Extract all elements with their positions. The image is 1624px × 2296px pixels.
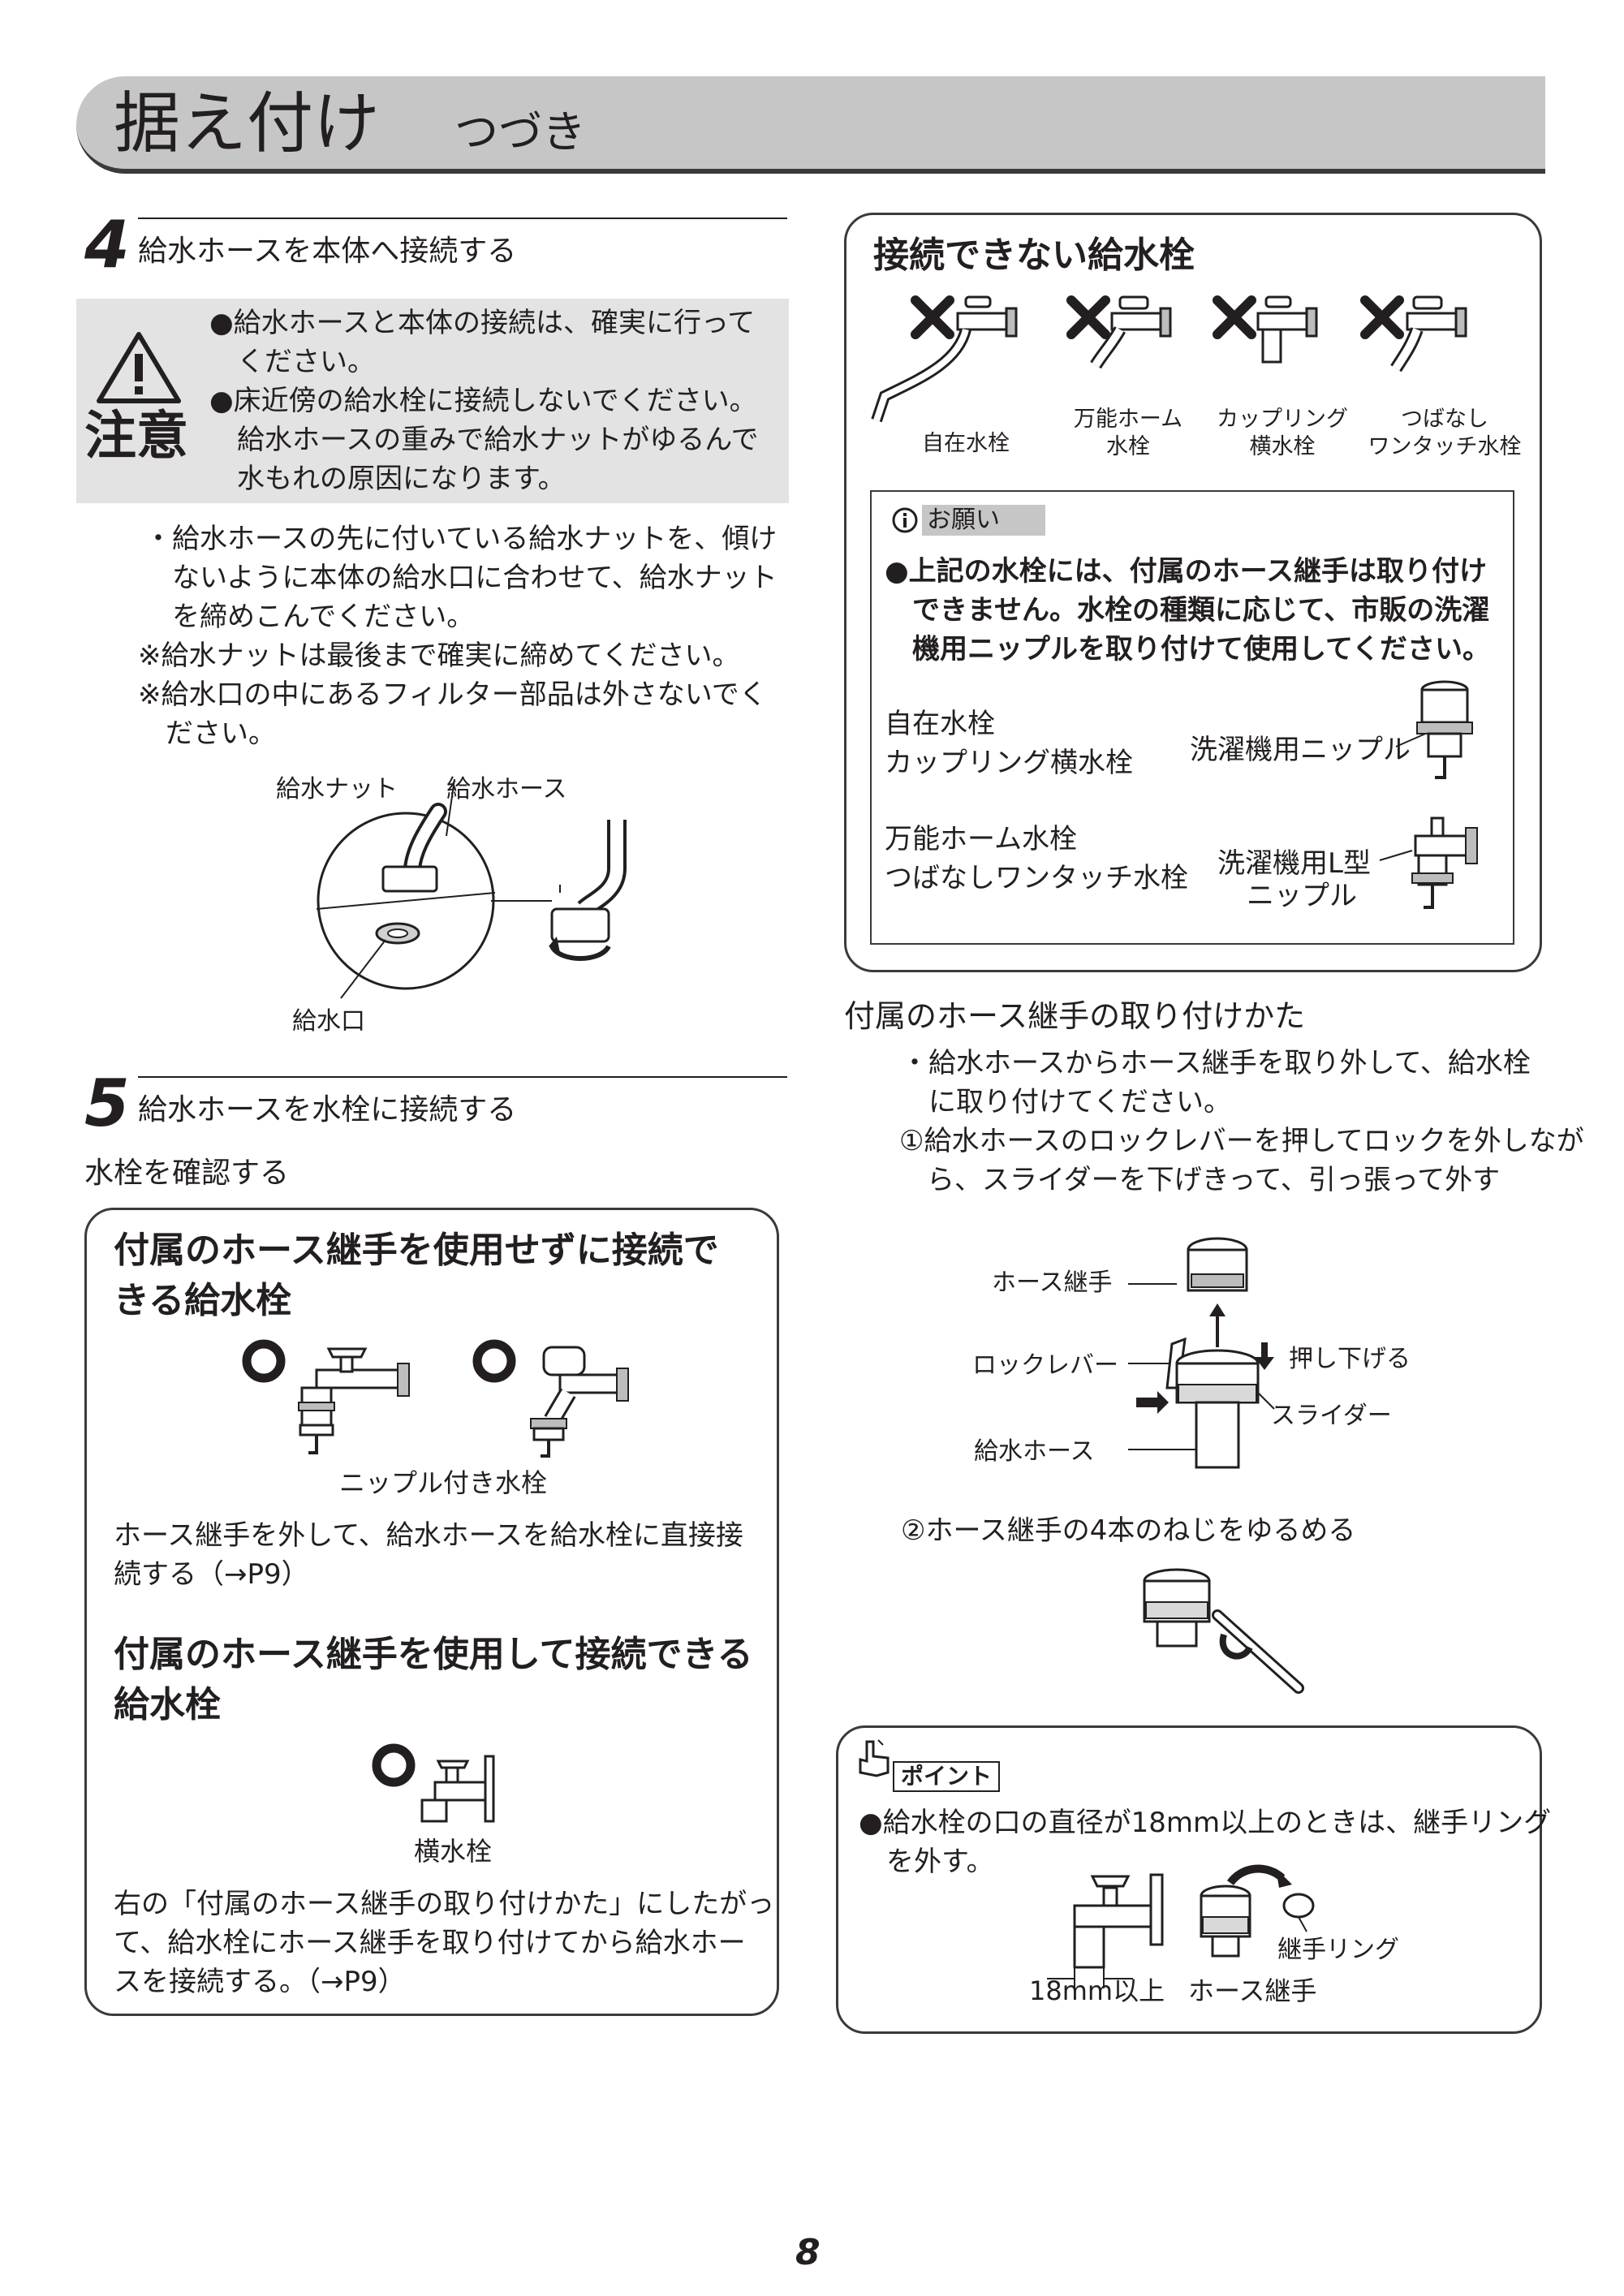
point-tag: ポイント [893, 1761, 1001, 1792]
cannot-connect-box [844, 213, 1542, 972]
pair1-left-label: カップリング横水栓 [885, 747, 1133, 779]
request-box [870, 490, 1514, 945]
washer-nipple-illustration [1395, 680, 1473, 779]
request-line: できません。水栓の種類に応じて、市販の洗濯 [885, 594, 1490, 627]
box2-caption: 横水栓 [414, 1836, 493, 1867]
box2-title: 付属のホース継手を使用して接続できる [114, 1634, 753, 1675]
label-hose-joint: ホース継手 [992, 1269, 1113, 1297]
page-number: 8 [795, 2232, 821, 2273]
ok-mark-icon [472, 1339, 516, 1383]
step-4-title: 給水ホースを本体へ接続する [138, 235, 517, 268]
step4-body-line: ・給水ホースの先に付いている給水ナットを、傾け [144, 523, 778, 555]
page-title: 据え付け [114, 85, 381, 162]
box2-text: 右の「付属のホース継手の取り付けかた」にしたがっ [114, 1888, 775, 1920]
label-hose-joint-2: ホース継手 [1188, 1975, 1317, 2006]
attach-step2: ②ホース継手の4本のねじをゆるめる [901, 1514, 1356, 1547]
warning-triangle-icon [97, 332, 181, 403]
attach-line: ・給水ホースからホース継手を取り外して、給水栓 [901, 1047, 1531, 1079]
pair2-right-label: ニップル [1247, 880, 1357, 912]
faucet-label: カップリング 横水栓 [1217, 407, 1348, 459]
page-subtitle: つづき [454, 106, 586, 157]
label-slider: スライダー [1271, 1402, 1392, 1430]
point-line: を外す。 [859, 1846, 994, 1878]
label-18mm: 18mm以上 [1029, 1975, 1165, 2006]
label-water-hose: 給水ホース [446, 775, 567, 803]
step4-note: ※給水ナットは最後まで確実に締めてください。 [138, 640, 740, 672]
step-5-rule [138, 1076, 787, 1078]
step4-body-line: を締めこんでください。 [144, 601, 475, 633]
step-5-title: 給水ホースを水栓に接続する [138, 1093, 517, 1126]
box1-caption: ニップル付き水栓 [339, 1467, 548, 1498]
point-box [836, 1725, 1542, 2034]
caution-box [76, 299, 789, 503]
hose-joint-removal-illustration [1128, 1237, 1275, 1469]
attach-line: に取り付けてください。 [901, 1086, 1231, 1118]
ok-mark-icon [372, 1743, 416, 1787]
point-line: ●給水栓の口の直径が18mm以上のときは、継手リング [859, 1807, 1552, 1839]
step4-note: ※給水口の中にあるフィルター部品は外さないでく [138, 678, 767, 711]
horizontal-faucet-illustration [420, 1755, 495, 1823]
attach-step1: ら、スライダーを下げきって、引っ張って外す [899, 1164, 1501, 1196]
label-water-nut: 給水ナット [276, 775, 398, 803]
ring-removal-illustration [1047, 1864, 1315, 1988]
caution-line: ●給水ホースと本体の接続は、確実に行って [209, 307, 756, 339]
pointing-hand-icon [859, 1739, 890, 1777]
faucet-label: 万能ホーム 水栓 [1073, 407, 1183, 459]
hose-connection-illustration [316, 778, 627, 999]
attach-heading: 付属のホース継手の取り付けかた [844, 998, 1306, 1034]
faucet-label: つばなし ワンタッチ水栓 [1368, 407, 1522, 459]
header-bar [76, 76, 1545, 174]
step5-subheading: 水栓を確認する [84, 1157, 290, 1190]
request-line: ●上記の水栓には、付属のホース継手は取り付け [885, 555, 1487, 588]
attach-step1: ①給水ホースのロックレバーを押してロックを外しなが [899, 1125, 1584, 1157]
label-joint-ring: 継手リング [1277, 1936, 1399, 1964]
pair2-left-label: 万能ホーム水栓 [885, 823, 1077, 855]
box1-title: きる給水栓 [114, 1280, 292, 1321]
nipple-faucet-illustration [530, 1346, 629, 1458]
loosen-screws-illustration [1143, 1568, 1304, 1694]
caution-line: 給水ホースの重みで給水ナットがゆるんで [209, 424, 759, 456]
box1-title: 付属のホース継手を使用せずに接続で [114, 1230, 719, 1271]
request-line: 機用ニップルを取り付けて使用してください。 [885, 633, 1490, 666]
box2-text: て、給水栓にホース継手を取り付けてから給水ホー [114, 1927, 746, 1959]
caution-line: ●床近傍の給水栓に接続しないでください。 [209, 385, 757, 417]
faucet-label: 自在水栓 [922, 431, 1010, 456]
pair1-right-label: 洗濯機用ニップル [1190, 734, 1411, 766]
nipple-faucet-illustration [298, 1347, 410, 1454]
box2-text: スを接続する。（→P9） [114, 1966, 406, 1998]
caution-line: 水もれの原因になります。 [209, 463, 566, 495]
faucet-row-illustration [871, 295, 1467, 423]
box1-text: 続する（→P9） [114, 1558, 309, 1591]
box1-text: ホース継手を外して、給水ホースを給水栓に直接接 [114, 1519, 743, 1552]
info-icon [892, 507, 918, 533]
pair2-left-label: つばなしワンタッチ水栓 [885, 862, 1188, 894]
pair2-right-label: 洗濯機用L型 [1217, 847, 1371, 880]
ok-mark-icon [242, 1339, 286, 1383]
label-push-down: 押し下げる [1289, 1345, 1411, 1373]
washer-l-nipple-illustration [1379, 816, 1478, 909]
label-water-inlet: 給水口 [292, 1007, 365, 1036]
request-tag: お願い [922, 505, 1045, 536]
box2-title: 給水栓 [114, 1684, 221, 1725]
step4-note: ださい。 [138, 717, 276, 750]
step-5-number: 5 [84, 1066, 130, 1141]
label-supply-hose: 給水ホース [974, 1437, 1095, 1466]
caution-word: 注意 [84, 407, 188, 467]
pair1-left-label: 自在水栓 [885, 708, 995, 740]
caution-line: ください。 [209, 346, 375, 378]
step4-body-line: ないように本体の給水口に合わせて、給水ナット [144, 562, 778, 594]
step-4-number: 4 [84, 207, 130, 282]
faucet-check-box [84, 1208, 779, 2016]
cannot-connect-title: 接続できない給水栓 [873, 235, 1195, 276]
label-lock-lever: ロックレバー [972, 1351, 1118, 1380]
step-4-rule [138, 218, 787, 219]
